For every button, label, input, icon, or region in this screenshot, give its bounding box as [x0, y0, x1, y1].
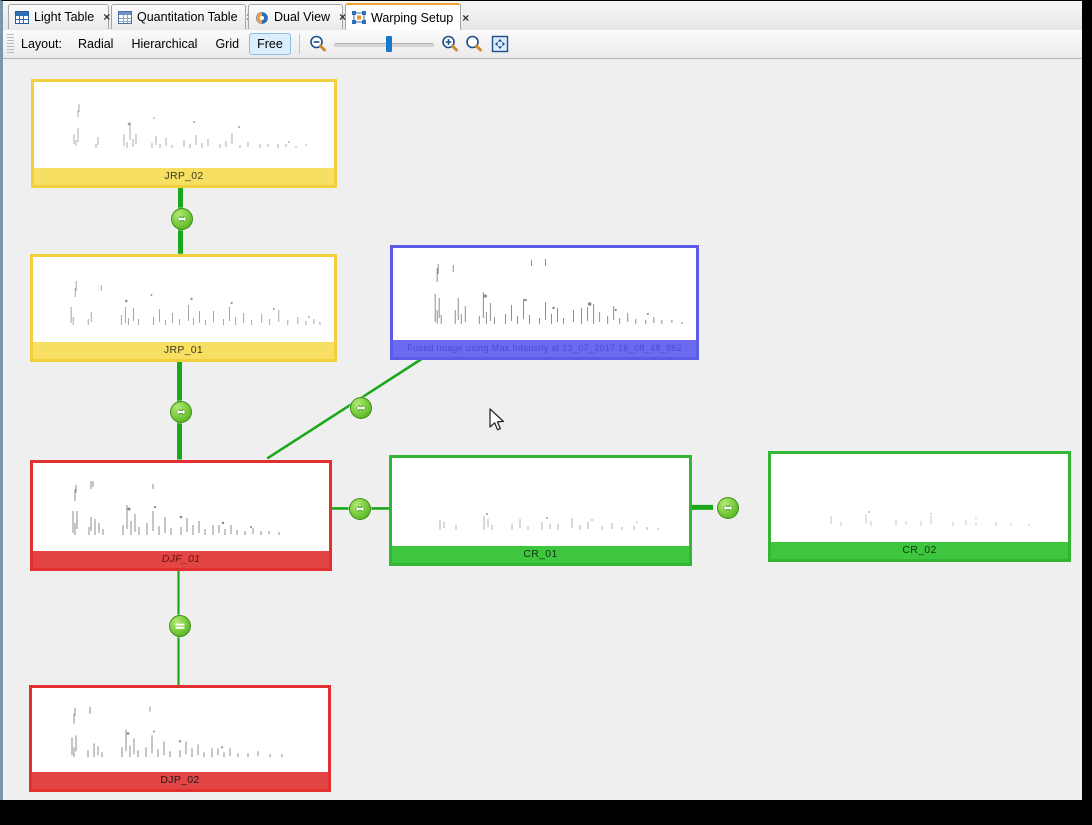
edge-badge-jrp01-djf01[interactable] — [170, 401, 192, 423]
equals-icon — [175, 623, 185, 629]
graph-node-fused-image[interactable]: Fused Image using Max Intensity at 13_07… — [390, 245, 699, 360]
table-icon — [118, 10, 132, 24]
edge-badge-fused-djf01[interactable] — [350, 397, 372, 419]
node-caption: Fused Image using Max Intensity at 13_07… — [393, 340, 696, 357]
layout-option-free[interactable]: Free — [249, 33, 291, 55]
toolbar-drag-handle[interactable] — [7, 34, 14, 54]
node-caption: DJP_02 — [32, 772, 328, 789]
tab-label: Dual View — [274, 10, 331, 24]
node-thumbnail — [771, 454, 1068, 542]
edge-badge-djf01-cr01[interactable] — [349, 498, 371, 520]
node-thumbnail — [392, 458, 689, 546]
dual-view-icon — [255, 11, 269, 24]
graph-node-cr01[interactable]: CR_01 — [389, 455, 692, 566]
node-caption: DJF_01 — [33, 551, 329, 568]
tab-dual-view[interactable]: Dual View × — [248, 4, 347, 29]
fit-to-window-icon[interactable] — [490, 34, 510, 54]
zoom-slider[interactable] — [333, 34, 434, 54]
node-thumbnail — [34, 82, 334, 168]
tab-close-icon[interactable]: × — [103, 10, 111, 24]
node-caption: CR_02 — [771, 542, 1068, 559]
bidirectional-arrow-icon — [177, 215, 187, 223]
edge-badge-cr01-cr02[interactable] — [717, 497, 739, 519]
layout-option-grid[interactable]: Grid — [215, 37, 240, 51]
tab-quantitation-table[interactable]: Quantitation Table × — [111, 4, 254, 29]
grid-icon — [15, 10, 29, 24]
node-caption: CR_01 — [392, 546, 689, 563]
graph-node-jrp02[interactable]: JRP_02 — [31, 79, 337, 188]
node-thumbnail — [33, 257, 334, 342]
edge-badge-djf01-djp02[interactable] — [169, 615, 191, 637]
node-caption: JRP_02 — [34, 168, 334, 185]
edge-badge-jrp02-jrp01[interactable] — [171, 208, 193, 230]
layout-option-hierarchical[interactable]: Hierarchical — [131, 37, 198, 51]
application-window: Light Table × Quantitation Table × Du — [0, 0, 1082, 800]
layout-label: Layout: — [21, 37, 63, 51]
right-edge-crop — [1082, 0, 1092, 825]
graph-node-djp02[interactable]: DJP_02 — [29, 685, 331, 792]
tab-close-icon[interactable]: × — [339, 10, 347, 24]
node-caption: JRP_01 — [33, 342, 334, 359]
bidirectional-arrow-icon — [356, 404, 366, 412]
node-thumbnail — [32, 688, 328, 772]
graph-node-jrp01[interactable]: JRP_01 — [30, 254, 337, 362]
node-graph-icon — [352, 11, 366, 24]
layout-toolbar: Layout: Radial Hierarchical Grid Free — [3, 30, 1082, 59]
zoom-slider-thumb[interactable] — [385, 36, 392, 52]
tab-label: Light Table — [34, 10, 95, 24]
toolbar-separator — [298, 34, 300, 54]
layout-option-radial[interactable]: Radial — [78, 37, 114, 51]
bidirectional-arrow-icon — [176, 408, 186, 416]
graph-node-djf01[interactable]: DJF_01 — [30, 460, 332, 571]
bidirectional-arrow-icon — [723, 504, 733, 512]
zoom-in-icon[interactable] — [440, 34, 460, 54]
tab-warping-setup[interactable]: Warping Setup × — [345, 3, 469, 30]
node-thumbnail — [393, 248, 696, 340]
graph-node-cr02[interactable]: CR_02 — [768, 451, 1071, 562]
zoom-slider-track — [333, 43, 434, 47]
tab-light-table[interactable]: Light Table × — [8, 4, 111, 29]
warping-graph-canvas[interactable]: JRP_02 — [5, 59, 1080, 800]
zoom-actual-icon[interactable] — [464, 34, 484, 54]
torn-edge-decoration — [0, 802, 1092, 825]
bidirectional-arrow-icon — [355, 505, 365, 513]
node-thumbnail — [33, 463, 329, 551]
tab-close-icon[interactable]: × — [462, 10, 470, 25]
tab-label: Warping Setup — [371, 10, 454, 25]
zoom-out-icon[interactable] — [308, 34, 328, 54]
tab-bar: Light Table × Quantitation Table × Du — [3, 1, 1082, 31]
tab-label: Quantitation Table — [137, 10, 238, 24]
